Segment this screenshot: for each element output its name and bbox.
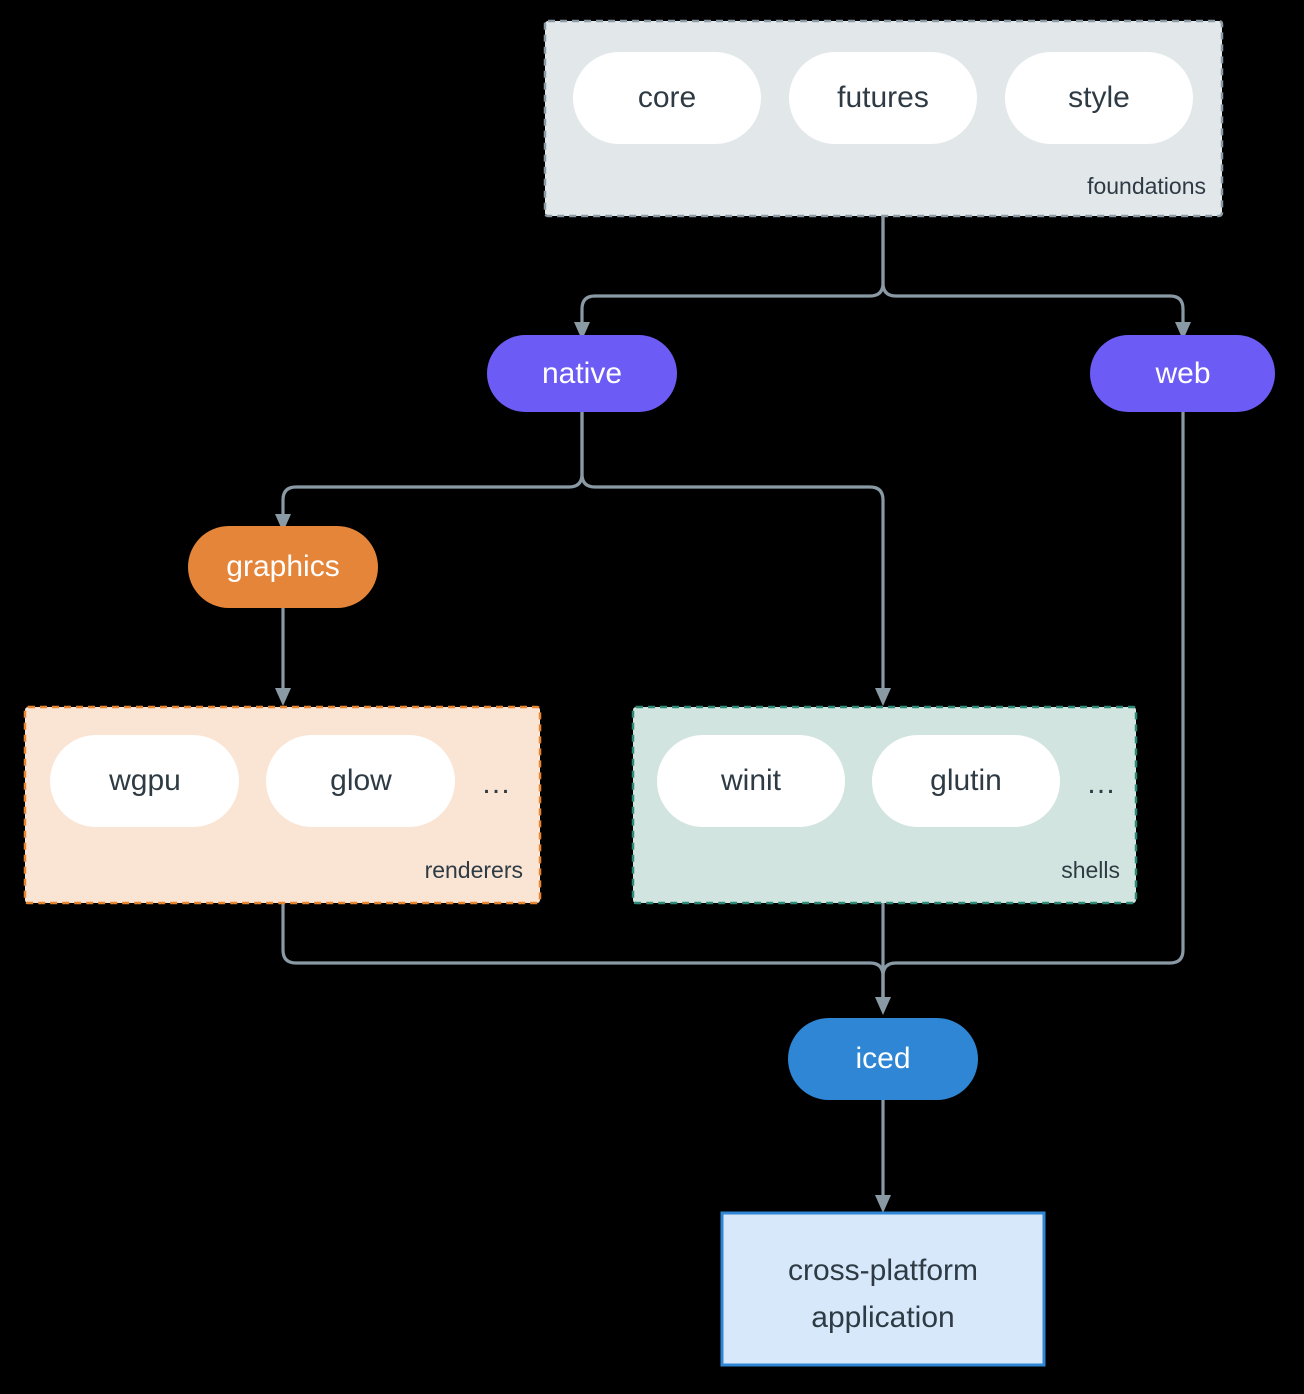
node-futures[interactable]: futures [789, 52, 977, 144]
node-native[interactable]: native [487, 335, 677, 412]
edge-renderers-iced [281, 901, 885, 1002]
edge-iced-application [875, 1098, 891, 1213]
node-style[interactable]: style [1005, 52, 1193, 144]
node-glow-label: glow [330, 764, 392, 797]
node-style-shape[interactable] [1005, 52, 1193, 144]
node-glow-shape[interactable] [266, 735, 455, 827]
node-wgpu-shape[interactable] [50, 735, 239, 827]
node-graphics[interactable]: graphics [188, 526, 378, 608]
edge-layer [275, 214, 1191, 1213]
edge-native-shells [580, 410, 891, 706]
node-native-label: native [542, 357, 622, 390]
node-winit-label: winit [720, 764, 782, 797]
node-graphics-shape[interactable] [188, 526, 378, 608]
node-native-shape[interactable] [487, 335, 677, 412]
node-core-label: core [638, 81, 696, 114]
node-graphics-label: graphics [226, 550, 339, 583]
cluster-shells-label: shells [1061, 857, 1120, 883]
cluster-shells: winit glutin … shells [631, 705, 1138, 905]
node-web-shape[interactable] [1090, 335, 1275, 412]
node-style-label: style [1068, 81, 1130, 114]
edge-foundations-native [574, 214, 885, 340]
node-core-shape[interactable] [573, 52, 761, 144]
node-wgpu[interactable]: wgpu [50, 735, 239, 827]
node-glutin[interactable]: glutin [872, 735, 1060, 827]
node-web-label: web [1154, 357, 1210, 390]
node-glow[interactable]: glow [266, 735, 455, 827]
cluster-renderers-label: renderers [425, 857, 523, 883]
edge-web-iced [875, 410, 1185, 1015]
edge-graphics-renderers [275, 606, 291, 706]
cluster-renderers: wgpu glow … renderers [23, 705, 542, 905]
node-glutin-label: glutin [930, 764, 1002, 797]
node-winit[interactable]: winit [657, 735, 845, 827]
cluster-foundations: core futures style foundations [543, 19, 1224, 218]
shells-ellipsis: … [1086, 767, 1116, 800]
node-futures-label: futures [837, 81, 929, 114]
node-application-shape[interactable] [720, 1211, 1046, 1367]
node-core[interactable]: core [573, 52, 761, 144]
node-application-label-line1: cross-platform [788, 1254, 978, 1287]
node-iced-label: iced [855, 1042, 910, 1075]
edge-foundations-web [881, 214, 1191, 340]
node-web[interactable]: web [1090, 335, 1275, 412]
node-wgpu-label: wgpu [108, 764, 181, 797]
node-winit-shape[interactable] [657, 735, 845, 827]
cluster-foundations-label: foundations [1087, 173, 1206, 199]
node-application[interactable]: cross-platform application [720, 1211, 1046, 1367]
edge-native-graphics [275, 410, 584, 532]
renderers-ellipsis: … [481, 767, 511, 800]
node-application-label-line2: application [811, 1301, 954, 1334]
node-glutin-shape[interactable] [872, 735, 1060, 827]
node-iced-shape[interactable] [788, 1018, 978, 1100]
node-futures-shape[interactable] [789, 52, 977, 144]
node-iced[interactable]: iced [788, 1018, 978, 1100]
